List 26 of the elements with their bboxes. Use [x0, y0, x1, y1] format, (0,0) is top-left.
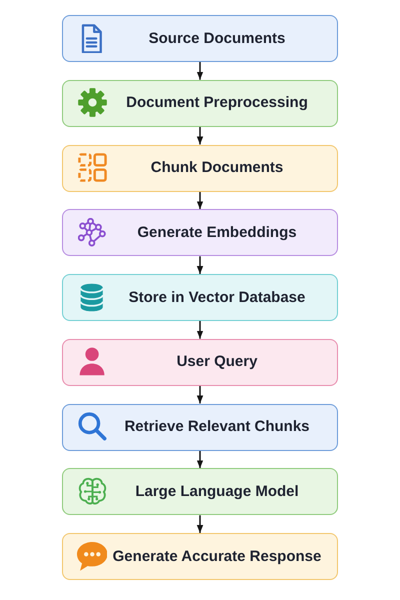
arrow — [196, 126, 204, 144]
step-label: User Query — [176, 353, 258, 372]
arrow — [196, 321, 204, 339]
step-label: Source Documents — [148, 30, 286, 48]
arrow — [196, 62, 204, 80]
process-box — [62, 274, 338, 321]
process-box — [62, 468, 338, 516]
process-box — [62, 404, 338, 450]
process-box — [62, 209, 338, 256]
arrow — [196, 515, 204, 533]
process-box — [62, 15, 338, 62]
process-box — [62, 338, 338, 386]
process-box — [62, 80, 338, 127]
step-label: Generate Accurate Response — [112, 548, 322, 566]
process-box — [62, 144, 338, 192]
arrow — [196, 386, 204, 404]
step-label: Large Language Model — [135, 482, 299, 501]
arrow — [196, 192, 204, 210]
step-label: Chunk Documents — [150, 159, 284, 177]
step-label: Document Preprocessing — [126, 94, 308, 112]
arrow — [196, 256, 204, 274]
step-label: Retrieve Relevant Chunks — [124, 418, 310, 436]
step-label: Generate Embeddings — [137, 224, 297, 242]
process-box — [62, 533, 338, 580]
arrow — [196, 450, 204, 468]
step-label: Store in Vector Database — [128, 288, 306, 306]
